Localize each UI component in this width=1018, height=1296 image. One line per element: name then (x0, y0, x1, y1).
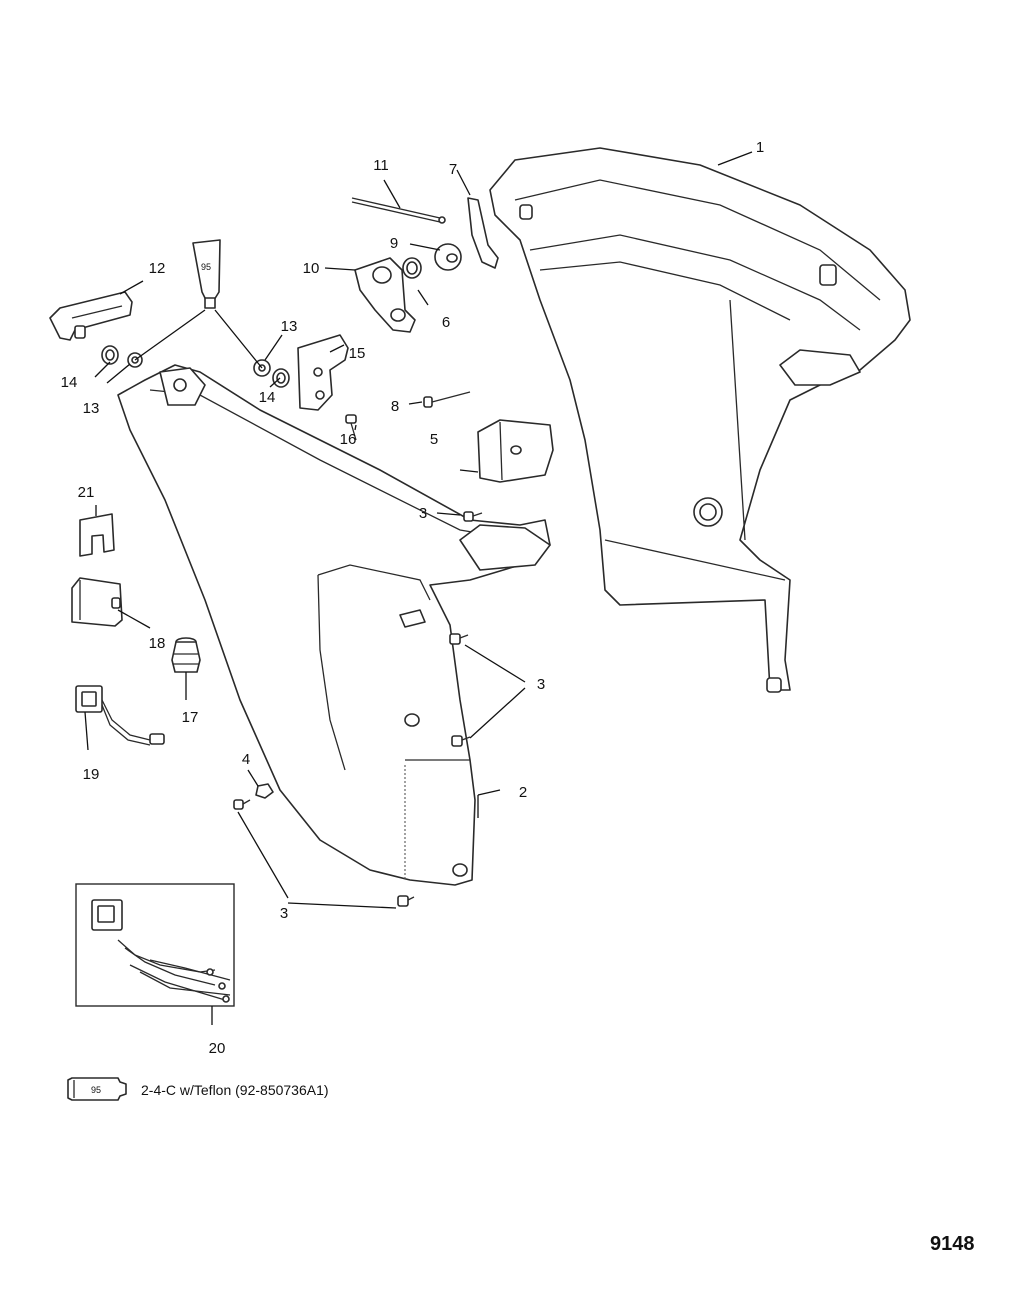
latch-plate-part-10 (354, 257, 416, 333)
callout-3-bottom: 3 (280, 905, 288, 922)
screw-part-3-left (233, 799, 251, 810)
screw-part-3-mid-lower (451, 735, 471, 747)
clip-part-21 (79, 513, 115, 557)
lower-cowl-part-2 (117, 364, 551, 886)
leader-lines (84, 151, 753, 1025)
grease-tube-label: 95 (201, 262, 211, 272)
callout-16: 16 (340, 431, 357, 448)
figure-number: 9148 (930, 1233, 975, 1255)
callout-4: 4 (242, 751, 250, 768)
legend-grease-tube-icon (67, 1077, 127, 1101)
callout-1: 1 (756, 139, 764, 156)
callout-labels: 1 2 3 3 3 4 5 6 7 8 9 10 11 12 13 13 14 … (61, 139, 765, 1057)
washer-part-14-left (101, 345, 119, 365)
screw-part-16 (345, 414, 357, 441)
washer-part-14-right (272, 368, 290, 388)
switch-harness-part-19 (75, 685, 165, 746)
callout-19: 19 (83, 766, 100, 783)
screw-part-3-top (463, 511, 483, 522)
bracket-part-7 (467, 197, 499, 269)
callout-5: 5 (430, 431, 438, 448)
harness-kit-inset-part-20 (75, 883, 235, 1007)
callout-6: 6 (442, 314, 450, 331)
switch-part-18 (71, 577, 123, 627)
callout-10: 10 (303, 260, 320, 277)
callout-20: 20 (209, 1040, 226, 1057)
callout-3-top: 3 (419, 505, 427, 522)
callout-21: 21 (78, 484, 95, 501)
callout-17: 17 (182, 709, 199, 726)
grease-tube-95: 95 (192, 239, 221, 309)
handle-part-12 (49, 291, 133, 341)
callout-13-left: 13 (83, 400, 100, 417)
callout-8: 8 (391, 398, 399, 415)
washer-part-6 (402, 257, 422, 279)
latch-cover-part-5 (477, 419, 554, 483)
callout-14-left: 14 (61, 374, 78, 391)
callout-18: 18 (149, 635, 166, 652)
grommet-part-17 (171, 637, 201, 673)
legend-tube-label: 95 (91, 1085, 101, 1095)
callout-14-right: 14 (259, 389, 276, 406)
plate-part-15 (297, 334, 349, 411)
rod-part-11 (351, 197, 446, 224)
callout-11: 11 (373, 157, 389, 174)
legend-text: 2-4-C w/Teflon (92-850736A1) (141, 1082, 329, 1098)
upper-cowl-part-1 (489, 147, 911, 693)
callout-12: 12 (149, 260, 166, 277)
callout-3-right: 3 (537, 676, 545, 693)
screw-part-3-mid-upper (449, 633, 469, 645)
screw-part-3-bottom (397, 895, 415, 907)
callout-15: 15 (349, 345, 366, 362)
screw-part-8 (423, 391, 471, 408)
callout-7: 7 (449, 161, 457, 178)
nut-part-4 (255, 783, 274, 799)
callout-2: 2 (519, 784, 527, 801)
knob-part-9 (434, 243, 462, 271)
callout-9: 9 (390, 235, 398, 252)
callout-13-right: 13 (281, 318, 298, 335)
legend: 95 2-4-C w/Teflon (92-850736A1) (67, 1077, 329, 1101)
